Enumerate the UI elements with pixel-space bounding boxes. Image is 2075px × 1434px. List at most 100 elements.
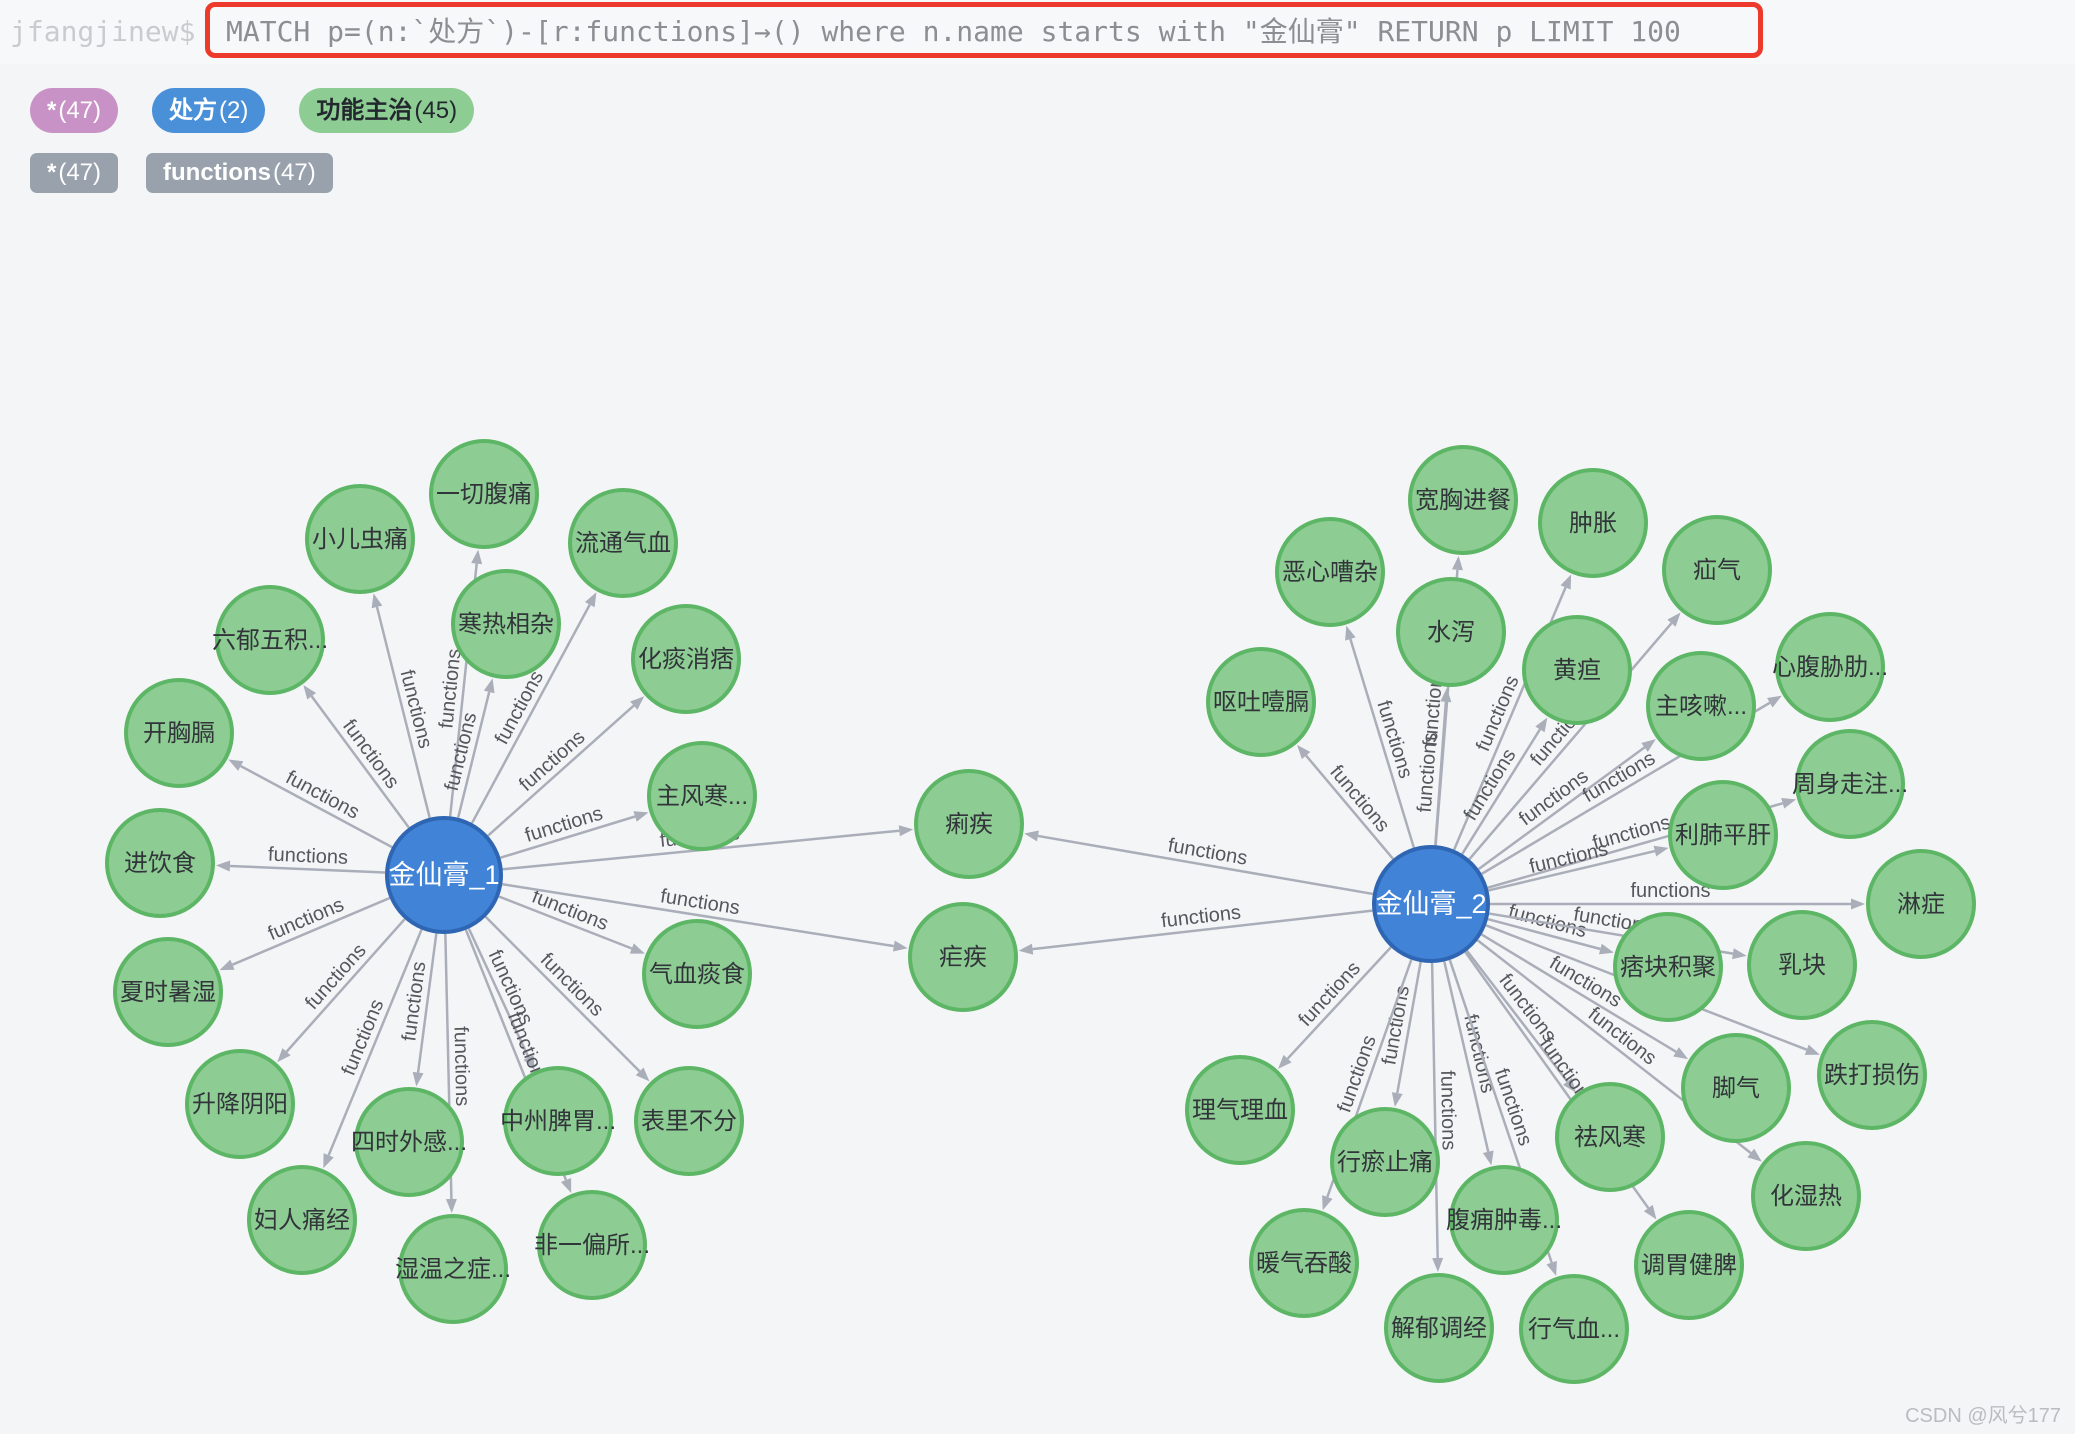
graph-node-化湿热[interactable]: 化湿热 [1751,1141,1861,1251]
node-label: 夏时暑湿 [120,979,216,1006]
graph-node-水泻[interactable]: 水泻 [1396,577,1506,687]
graph-node-非一偏所...[interactable]: 非一偏所... [534,1190,650,1300]
edge-label: functions [515,726,589,796]
graph-node-恶心嘈杂[interactable]: 恶心嘈杂 [1275,517,1385,627]
node-label: 疝气 [1693,557,1741,584]
cypher-query-text[interactable]: MATCH p=(n:`处方`)-[r:functions]→() where … [226,15,1681,48]
graph-node-进饮食[interactable]: 进饮食 [105,808,215,918]
filter-pill-star[interactable]: *(47) [30,88,119,133]
node-label: 宽胸进餐 [1415,487,1511,514]
edge-label: functions [1460,745,1521,825]
graph-node-疟疾[interactable]: 疟疾 [908,902,1018,1012]
graph-node-黄疸[interactable]: 黄疸 [1522,615,1632,725]
graph-node-淋症[interactable]: 淋症 [1866,849,1976,959]
graph-node-肿胀[interactable]: 肿胀 [1538,468,1648,578]
graph-node-流通气血[interactable]: 流通气血 [568,488,678,598]
graph-node-暖气吞酸[interactable]: 暖气吞酸 [1249,1208,1359,1318]
node-label: 流通气血 [575,530,671,557]
node-label: 心腹胁肋... [1772,654,1888,681]
node-label: 升降阴阳 [192,1091,288,1118]
graph-node-乳块[interactable]: 乳块 [1747,910,1857,1020]
filter-pill-functions[interactable]: functions(47) [146,153,333,193]
graph-edge-functions[interactable]: functions [1414,687,1452,846]
node-label: 理气理血 [1192,1097,1288,1124]
filter-pill-star[interactable]: *(47) [30,153,119,193]
graph-edge-functions[interactable]: functions [500,802,649,859]
node-label: 寒热相杂 [458,611,554,638]
filter-pill-功能主治[interactable]: 功能主治(45) [299,88,475,133]
graph-node-解郁调经[interactable]: 解郁调经 [1384,1273,1494,1383]
node-label: 黄疸 [1553,657,1601,684]
graph-node-腹痈肿毒...[interactable]: 腹痈肿毒... [1446,1165,1562,1275]
query-highlight-box[interactable]: MATCH p=(n:`处方`)-[r:functions]→() where … [205,2,1763,58]
graph-node-妇人痛经[interactable]: 妇人痛经 [247,1165,357,1275]
graph-node-湿温之症...[interactable]: 湿温之症... [395,1214,511,1324]
graph-node-调胃健脾[interactable]: 调胃健脾 [1634,1210,1744,1320]
graph-node-四时外感...[interactable]: 四时外感... [351,1087,467,1197]
edge-label: functions [1294,957,1365,1031]
graph-node-升降阴阳[interactable]: 升降阴阳 [185,1049,295,1159]
graph-node-祛风寒[interactable]: 祛风寒 [1555,1082,1665,1192]
graph-node-化痰消痞[interactable]: 化痰消痞 [631,604,741,714]
graph-edge-functions[interactable]: functions [1024,830,1374,896]
node-label: 妇人痛经 [254,1207,350,1234]
node-label: 疟疾 [939,944,987,971]
graph-node-行瘀止痛[interactable]: 行瘀止痛 [1330,1107,1440,1217]
node-label: 一切腹痛 [436,481,532,508]
edge-label: functions [265,894,347,946]
node-label: 周身走注... [1792,771,1908,798]
node-label: 小儿虫痛 [312,526,408,553]
node-label: 调胃健脾 [1641,1252,1737,1279]
graph-node-气血痰食[interactable]: 气血痰食 [642,919,752,1029]
relationship-filter-pills: *(47) functions(47) [30,153,333,193]
node-label: 淋症 [1897,891,1945,918]
graph-node-痞块积聚[interactable]: 痞块积聚 [1613,912,1723,1022]
graph-node-行气血...[interactable]: 行气血... [1519,1274,1629,1384]
graph-edge-functions[interactable]: functions [1430,962,1460,1273]
graph-node-小儿虫痛[interactable]: 小儿虫痛 [305,484,415,594]
graph-node-主咳嗽...[interactable]: 主咳嗽... [1646,651,1756,761]
node-label: 乳块 [1778,952,1826,979]
graph-node-脚气[interactable]: 脚气 [1681,1033,1791,1143]
graph-node-六郁五积...[interactable]: 六郁五积... [212,585,328,695]
graph-node-疝气[interactable]: 疝气 [1662,515,1772,625]
graph-node-主风寒...[interactable]: 主风寒... [647,741,757,851]
graph-node-心腹胁肋...[interactable]: 心腹胁肋... [1772,612,1888,722]
graph-edge-functions[interactable]: functions [215,844,386,874]
edge-label: functions [1472,672,1524,754]
node-label: 化湿热 [1770,1183,1842,1210]
graph-node-寒热相杂[interactable]: 寒热相杂 [451,569,561,679]
node-label: 主风寒... [656,783,748,810]
graph-edge-functions[interactable]: functions [1460,717,1548,855]
node-label: 非一偏所... [534,1232,650,1259]
graph-node-周身走注...[interactable]: 周身走注... [1792,729,1908,839]
graph-edge-functions[interactable]: functions [1490,880,1865,910]
graph-edge-functions[interactable]: functions [1018,902,1373,955]
graph-node-理气理血[interactable]: 理气理血 [1185,1055,1295,1165]
node-label: 暖气吞酸 [1256,1250,1352,1277]
graph-node-呕吐噎膈[interactable]: 呕吐噎膈 [1206,647,1316,757]
filter-pill-处方[interactable]: 处方(2) [152,88,266,133]
node-label: 水泻 [1427,619,1475,646]
graph-edge-functions[interactable]: functions [398,933,438,1087]
graph-node-夏时暑湿[interactable]: 夏时暑湿 [113,937,223,1047]
graph-node-中州脾胃...[interactable]: 中州脾胃... [500,1066,616,1176]
edge-label: functions [1372,698,1416,781]
graph-node-表里不分[interactable]: 表里不分 [634,1066,744,1176]
graph-node-宽胸进餐[interactable]: 宽胸进餐 [1408,445,1518,555]
graph-edge-functions[interactable]: functions [277,918,406,1063]
graph-node-开胸膈[interactable]: 开胸膈 [124,678,234,788]
graph-node-金仙膏_2[interactable]: 金仙膏_2 [1372,845,1490,963]
graph-node-金仙膏_1[interactable]: 金仙膏_1 [385,816,503,934]
graph-node-一切腹痛[interactable]: 一切腹痛 [429,439,539,549]
node-label: 腹痈肿毒... [1446,1207,1562,1234]
graph-node-痢疾[interactable]: 痢疾 [914,769,1024,879]
graph-edge-functions[interactable]: functions [1297,744,1394,860]
node-label: 化痰消痞 [638,646,734,673]
graph-node-利肺平肝[interactable]: 利肺平肝 [1668,780,1778,890]
graph-node-跌打损伤[interactable]: 跌打损伤 [1817,1020,1927,1130]
node-label: 痞块积聚 [1620,954,1716,981]
watermark: CSDN @风兮177 [1905,1405,2061,1427]
edge-label: functions [338,715,403,792]
